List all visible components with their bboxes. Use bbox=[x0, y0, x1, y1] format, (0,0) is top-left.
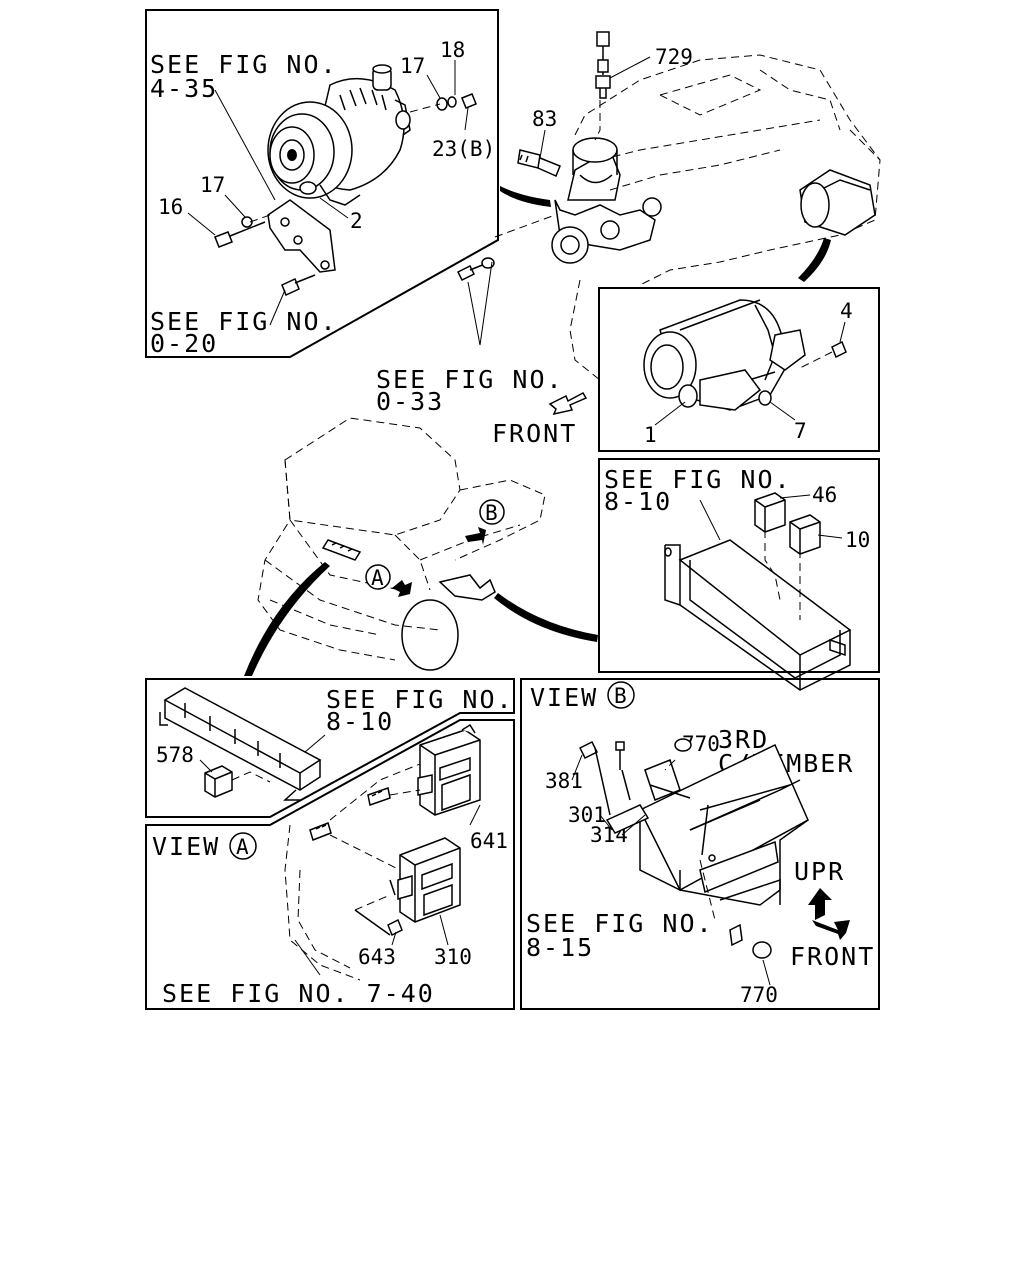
see-fig-ref: 8-15 bbox=[526, 933, 594, 962]
callout-23b: 23(B) bbox=[432, 137, 495, 161]
starter-panel: 4 1 7 bbox=[598, 287, 880, 452]
alternator bbox=[267, 64, 411, 206]
callout-310: 310 bbox=[434, 945, 472, 969]
view-a-panel: VIEW A 641 643 310 S bbox=[145, 719, 515, 1010]
upr-label: UPR bbox=[794, 857, 845, 886]
callout-641: 641 bbox=[470, 829, 508, 853]
see-fig-ref: 8-10 bbox=[604, 487, 672, 516]
callout-16: 16 bbox=[158, 195, 183, 219]
see-fig-ref: SEE FIG NO. 7-40 bbox=[162, 979, 435, 1008]
front-label: FRONT bbox=[492, 419, 577, 448]
callout-10: 10 bbox=[845, 528, 870, 552]
view-a-letter: A bbox=[236, 835, 249, 859]
see-fig-ref: SEE FIG NO. bbox=[150, 50, 338, 79]
view-b-marker: B bbox=[485, 501, 498, 525]
see-fig-ref: SEE FIG NO. bbox=[376, 365, 564, 394]
callout-729: 729 bbox=[655, 45, 693, 69]
callout-46: 46 bbox=[812, 483, 837, 507]
callout-301: 301 bbox=[568, 803, 606, 827]
see-fig-ref: 8-10 bbox=[326, 707, 394, 736]
front-label: FRONT bbox=[790, 942, 875, 971]
view-a-marker: A bbox=[371, 566, 384, 590]
see-fig-ref: 0-20 bbox=[150, 329, 218, 358]
fuse-panel: SEE FIG NO. 8-10 578 bbox=[145, 678, 515, 818]
front-arrow bbox=[548, 392, 588, 416]
callout-643: 643 bbox=[358, 945, 396, 969]
truck-cab: A B bbox=[244, 417, 598, 676]
callout-770: 770 bbox=[740, 983, 778, 1007]
see-fig-ref: SEE FIG NO. bbox=[326, 685, 514, 714]
see-fig-ref: 4-35 bbox=[150, 74, 218, 103]
view-b-label: VIEW bbox=[530, 683, 598, 712]
callout-17: 17 bbox=[200, 173, 225, 197]
see-fig-ref: SEE FIG NO. bbox=[526, 909, 714, 938]
see-fig-ref: SEE FIG NO. bbox=[150, 307, 338, 336]
callout-381: 381 bbox=[545, 769, 583, 793]
view-a-label: VIEW bbox=[152, 832, 220, 861]
callout-18: 18 bbox=[440, 38, 465, 62]
callout-83: 83 bbox=[532, 107, 557, 131]
engine-block bbox=[456, 31, 881, 381]
see-fig-ref: 0-33 bbox=[376, 387, 444, 416]
view-b-panel: VIEW B 770 3RD C/MEMBER 381 301 314 bbox=[520, 678, 880, 1010]
callout-17: 17 bbox=[400, 54, 425, 78]
callout-1: 1 bbox=[644, 423, 657, 447]
relay-box-panel: SEE FIG NO. 8-10 46 10 bbox=[598, 458, 880, 691]
callout-2: 2 bbox=[350, 209, 363, 233]
see-fig-ref: SEE FIG NO. bbox=[604, 465, 792, 494]
view-b-letter: B bbox=[614, 684, 627, 708]
callout-4: 4 bbox=[840, 299, 853, 323]
alternator-panel: SEE FIG NO. 4-35 SEE FIG NO. 0-20 bbox=[145, 9, 499, 358]
orientation-arrows bbox=[808, 888, 850, 940]
member-label: 3RD bbox=[718, 725, 769, 754]
callout-7: 7 bbox=[794, 419, 807, 443]
callout-578: 578 bbox=[156, 743, 194, 767]
